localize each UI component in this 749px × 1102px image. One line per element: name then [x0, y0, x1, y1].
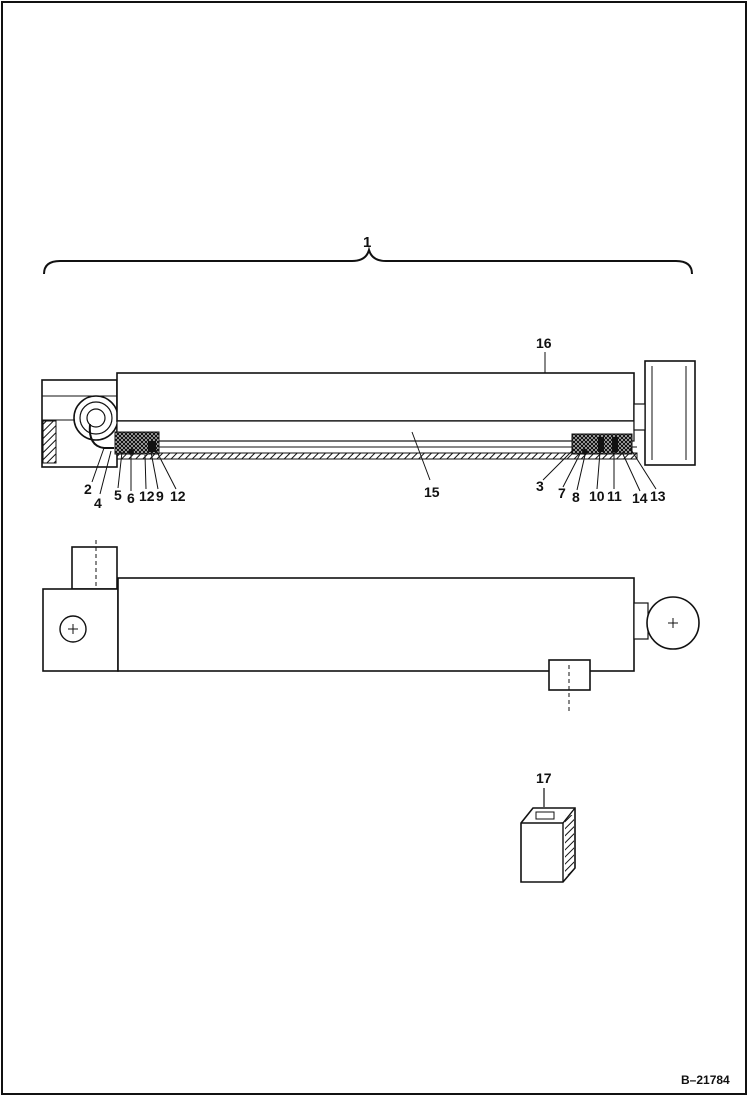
callout-3: 3 [536, 478, 544, 494]
callout-11: 11 [607, 488, 622, 504]
seal-kit [520, 788, 576, 883]
callout-9: 9 [156, 488, 164, 504]
callout-6: 6 [127, 490, 135, 506]
leader-lines-top [91, 352, 657, 495]
callout-2: 2 [84, 481, 92, 497]
callout-7: 7 [558, 485, 566, 501]
callout-17: 17 [536, 770, 552, 786]
callout-1: 1 [363, 234, 371, 251]
callout-13: 13 [650, 488, 666, 504]
cylinder-rod [116, 420, 635, 442]
assembly-bracket [43, 246, 693, 275]
tube-wall-section [116, 452, 638, 460]
callout-8: 8 [572, 489, 580, 505]
callout-5: 5 [114, 487, 122, 503]
drawing-reference-number: B–21784 [681, 1073, 730, 1087]
base-port-fitting [71, 546, 118, 590]
rod-eye [644, 360, 696, 466]
sectioned-cylinder [41, 360, 696, 468]
exterior-cylinder [42, 540, 700, 712]
exterior-barrel [117, 577, 635, 672]
callout-16: 16 [536, 335, 552, 351]
cylinder-barrel [116, 372, 635, 422]
callout-14: 14 [632, 490, 648, 506]
base-end-hatch [42, 420, 57, 464]
callout-10: 10 [589, 488, 605, 504]
callout-4: 4 [94, 495, 102, 511]
callout-12a: 12 [139, 488, 155, 504]
callout-15: 15 [424, 484, 440, 500]
callout-12b: 12 [170, 488, 186, 504]
